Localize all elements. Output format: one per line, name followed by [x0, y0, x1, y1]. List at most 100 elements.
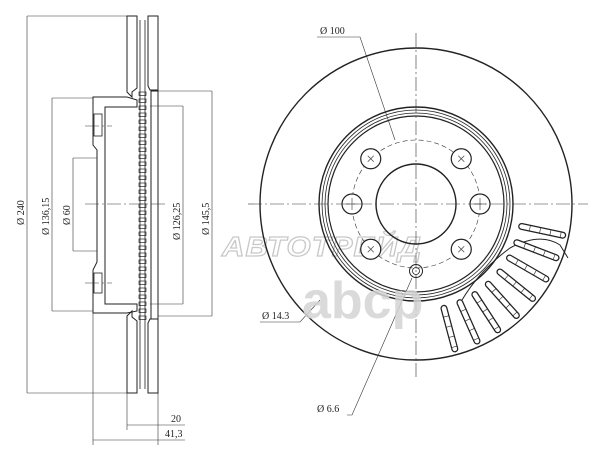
- vent-channel-inner: [486, 282, 519, 318]
- vane-mark: [138, 154, 147, 159]
- vane-mark: [138, 105, 147, 110]
- vane-mark: [138, 301, 147, 306]
- vent-rib: [528, 294, 534, 300]
- vane-mark: [138, 133, 147, 138]
- bolt-holes: [341, 148, 491, 260]
- hole-center-mark: [458, 155, 465, 162]
- vane-mark: [138, 308, 147, 313]
- vent-rib: [460, 308, 467, 312]
- vent-channel-inner: [441, 306, 458, 352]
- vent-rib: [505, 303, 511, 309]
- hole-center-mark: [458, 246, 465, 253]
- vane-mark: [138, 147, 147, 152]
- right-plate-section: [147, 15, 159, 91]
- vent-rib: [559, 231, 562, 238]
- vent-rib: [482, 308, 488, 313]
- vent-rib: [542, 250, 546, 257]
- vane-mark: [138, 119, 147, 124]
- vane-mark: [138, 224, 147, 229]
- vane-mark: [138, 252, 147, 257]
- vent-channel-inner: [514, 240, 559, 261]
- vent-channel-inner: [507, 255, 549, 282]
- side-section-view: Ø 240 Ø 136,15 Ø 60 Ø 126,25 Ø 145,5 20 …: [16, 15, 213, 445]
- small-hole-inner: [412, 267, 420, 275]
- dim-bolt-hole: Ø 14.3: [262, 311, 289, 322]
- vent-rib: [549, 229, 552, 236]
- vent-channel-inner: [497, 269, 535, 301]
- vent-rib: [542, 275, 546, 281]
- vent-rib: [523, 242, 527, 249]
- vent-rib: [512, 311, 518, 317]
- vent-rib: [488, 317, 494, 322]
- left-plate-section: [126, 15, 138, 99]
- vent-rib: [528, 225, 531, 232]
- vane-mark: [138, 140, 147, 145]
- vent-rib: [491, 288, 497, 293]
- cutaway-edge: [461, 238, 569, 301]
- vent-rib: [476, 299, 483, 304]
- vent-channel-inner: [519, 224, 565, 238]
- vent-rib: [498, 296, 504, 301]
- vane-mark: [138, 315, 147, 320]
- bolt-hole-section-top: [93, 113, 103, 137]
- vane-mark: [138, 238, 147, 243]
- left-plate-section-bottom: [126, 309, 138, 394]
- leader-lines: [260, 36, 413, 416]
- vane-mark: [138, 91, 147, 96]
- vent-rib: [520, 287, 525, 293]
- dim-small-hole: Ø 6.6: [317, 404, 339, 415]
- vent-rib: [504, 274, 509, 280]
- vent-rib: [539, 227, 542, 234]
- vane-mark: [138, 168, 147, 173]
- vent-rib: [515, 259, 519, 265]
- vane-mark: [138, 273, 147, 278]
- dim-disc-height: 41,3: [165, 429, 183, 440]
- dimension-lines: [26, 15, 213, 445]
- vane-mark: [138, 161, 147, 166]
- vent-cutaway: [440, 222, 569, 353]
- vane-mark: [138, 287, 147, 292]
- vane-mark: [138, 112, 147, 117]
- front-view: Ø 100 Ø 14.3 Ø 6.6: [248, 26, 588, 416]
- watermark-logo: abcp: [302, 272, 423, 330]
- friction-face-strip: [150, 90, 159, 320]
- dim-disc-thickness: 20: [171, 414, 181, 425]
- dim-bore-diameter: Ø 60: [62, 205, 73, 225]
- dim-hat-diameter: Ø 136,15: [41, 198, 52, 235]
- vent-rib: [443, 315, 450, 318]
- watermark-brand: АВТОТРЕЙД: [221, 230, 422, 262]
- vent-rib: [524, 264, 528, 271]
- hat-section: [92, 96, 138, 314]
- vane-mark: [138, 280, 147, 285]
- vent-rib: [533, 246, 536, 253]
- vent-rib: [448, 335, 455, 338]
- vane-mark: [138, 98, 147, 103]
- vane-mark: [138, 189, 147, 194]
- vent-rib: [552, 254, 556, 260]
- vent-rib: [445, 325, 452, 328]
- vane-mark: [138, 175, 147, 180]
- vent-rib: [512, 281, 517, 287]
- vane-mark: [138, 245, 147, 250]
- vane-mark: [138, 266, 147, 271]
- vane-mark: [138, 210, 147, 215]
- vane-mark: [138, 217, 147, 222]
- vent-channel-inner: [472, 292, 500, 333]
- dim-inner-diameter: Ø 126,25: [172, 203, 183, 240]
- vane-mark: [138, 294, 147, 299]
- vane-mark: [138, 196, 147, 201]
- vent-channel-inner: [457, 300, 480, 344]
- right-plate-section-bottom: [147, 318, 159, 394]
- vane-mark: [138, 231, 147, 236]
- vent-rib: [469, 328, 475, 332]
- vent-rib: [473, 337, 480, 341]
- dim-friction-diameter: Ø 145,5: [201, 203, 212, 235]
- vent-rib: [493, 326, 500, 330]
- hole-center-mark: [367, 155, 374, 162]
- hole-center-mark: [367, 246, 374, 253]
- vent-rib: [464, 318, 471, 322]
- vane-mark: [138, 126, 147, 131]
- dim-outer-diameter: Ø 240: [16, 200, 27, 225]
- cooling-vanes: [138, 91, 147, 320]
